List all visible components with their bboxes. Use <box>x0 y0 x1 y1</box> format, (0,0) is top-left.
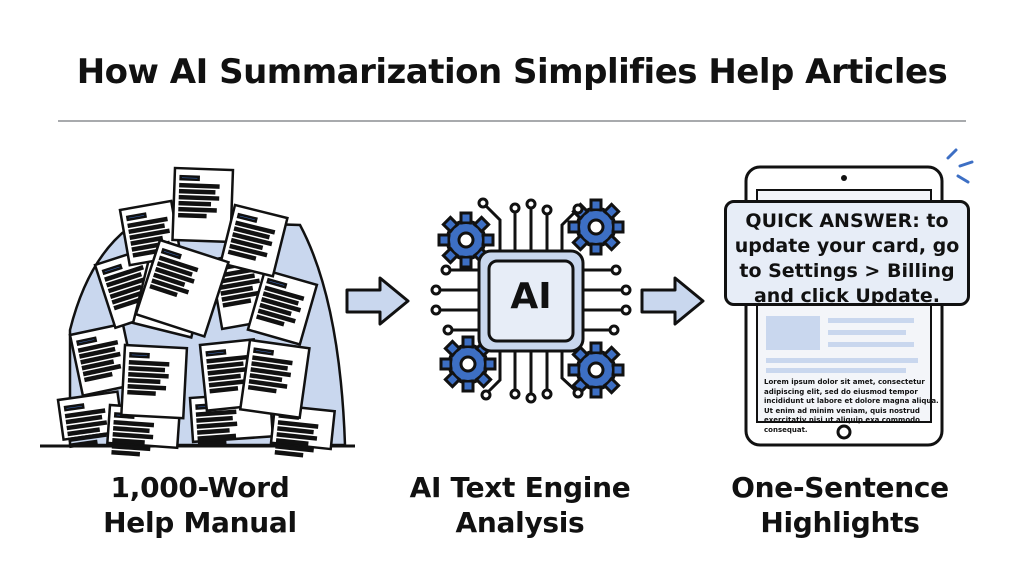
caption-line: Help Manual <box>103 506 297 539</box>
ai-chip-label: AI <box>510 276 552 317</box>
step-caption-engine: AI Text Engine Analysis <box>370 470 670 540</box>
arrow-right-icon <box>640 276 705 326</box>
title-divider <box>58 120 966 122</box>
caption-line: AI Text Engine <box>409 471 631 504</box>
page-title: How AI Summarization Simplifies Help Art… <box>76 52 948 92</box>
document-pile-icon <box>40 166 355 459</box>
caption-line: One-Sentence <box>731 471 949 504</box>
caption-line: 1,000-Word <box>110 471 290 504</box>
quick-answer-callout: QUICK ANSWER: to update your card, go to… <box>724 200 970 307</box>
step-caption-manual: 1,000-Word Help Manual <box>50 470 350 540</box>
step-caption-highlights: One-Sentence Highlights <box>690 470 990 540</box>
tablet-body-text: Lorem ipsum dolor sit amet, consectetur … <box>764 378 939 434</box>
arrow-right-icon <box>345 276 410 326</box>
caption-line: Analysis <box>455 506 585 539</box>
ai-chip-gears-icon <box>430 197 632 404</box>
caption-line: Highlights <box>760 506 920 539</box>
